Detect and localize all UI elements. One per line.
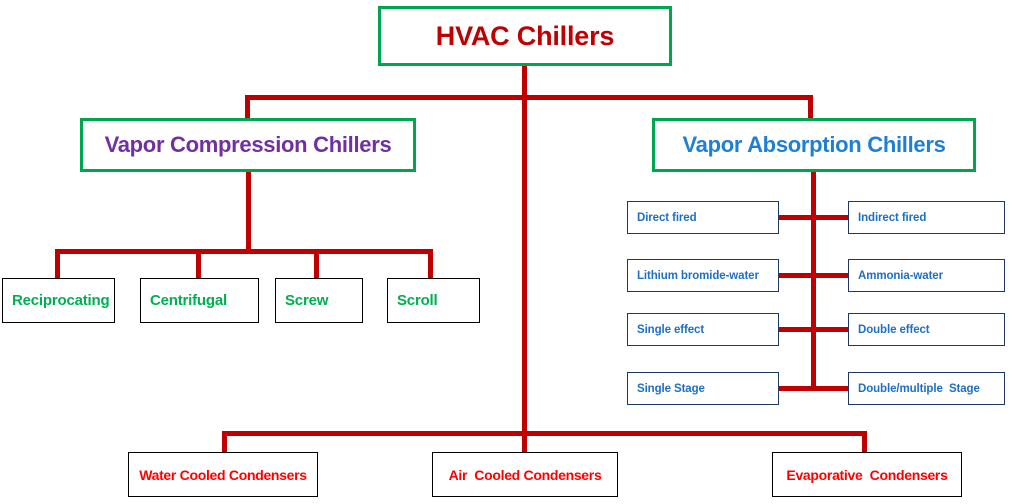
node-evaporative-condensers[interactable]: Evaporative Condensers <box>772 452 962 497</box>
node-label: Single Stage <box>637 382 705 395</box>
node-label: Air Cooled Condensers <box>448 466 602 483</box>
node-single-stage[interactable]: Single Stage <box>627 372 779 405</box>
connector-absorption-row-3 <box>779 327 849 332</box>
node-label: Double effect <box>858 323 930 336</box>
node-centrifugal[interactable]: Centrifugal <box>140 278 259 323</box>
node-label: Single effect <box>637 323 705 336</box>
connector-level2-drop-left <box>245 95 250 120</box>
node-single-effect[interactable]: Single effect <box>627 313 779 346</box>
node-label: Indirect fired <box>858 211 927 224</box>
connector-drop-water-condenser <box>222 431 227 453</box>
node-label: HVAC Chillers <box>435 20 615 51</box>
connector-drop-evaporative-condenser <box>862 431 867 453</box>
connector-drop-reciprocating <box>55 249 60 279</box>
node-vapor-compression-chillers[interactable]: Vapor Compression Chillers <box>80 118 416 172</box>
node-label: Scroll <box>397 292 438 309</box>
connector-absorption-row-1 <box>779 215 849 220</box>
node-label: Evaporative Condensers <box>786 466 948 483</box>
node-air-cooled-condensers[interactable]: Air Cooled Condensers <box>432 452 618 497</box>
node-lithium-bromide-water[interactable]: Lithium bromide-water <box>627 259 779 292</box>
connector-drop-scroll <box>428 249 433 279</box>
connector-absorption-spine <box>811 171 816 391</box>
connector-compression-stem <box>246 171 251 251</box>
connector-level2-bar <box>245 95 813 100</box>
node-ammonia-water[interactable]: Ammonia-water <box>848 259 1005 292</box>
node-screw[interactable]: Screw <box>275 278 363 323</box>
connector-condenser-bar <box>222 431 867 436</box>
connector-drop-screw <box>314 249 319 279</box>
node-vapor-absorption-chillers[interactable]: Vapor Absorption Chillers <box>652 118 976 172</box>
node-label: Screw <box>285 292 329 309</box>
node-double-multiple-stage[interactable]: Double/multiple Stage <box>848 372 1005 405</box>
connector-level2-drop-right <box>808 95 813 120</box>
node-label: Centrifugal <box>150 292 227 309</box>
node-indirect-fired[interactable]: Indirect fired <box>848 201 1005 234</box>
node-label: Vapor Compression Chillers <box>104 132 392 157</box>
node-label: Reciprocating <box>12 292 110 309</box>
node-hvac-chillers[interactable]: HVAC Chillers <box>378 6 672 66</box>
node-label: Double/multiple Stage <box>858 382 980 395</box>
node-scroll[interactable]: Scroll <box>387 278 480 323</box>
connector-absorption-row-4 <box>779 386 849 391</box>
node-label: Water Cooled Condensers <box>139 466 307 483</box>
connector-compression-bar <box>55 249 433 254</box>
node-direct-fired[interactable]: Direct fired <box>627 201 779 234</box>
node-label: Direct fired <box>637 211 697 224</box>
node-label: Lithium bromide-water <box>637 269 759 282</box>
node-label: Ammonia-water <box>858 269 943 282</box>
connector-absorption-row-2 <box>779 273 849 278</box>
node-reciprocating[interactable]: Reciprocating <box>2 278 115 323</box>
connector-drop-centrifugal <box>196 249 201 279</box>
connector-root-trunk <box>522 66 527 452</box>
node-water-cooled-condensers[interactable]: Water Cooled Condensers <box>128 452 318 497</box>
node-label: Vapor Absorption Chillers <box>682 132 946 157</box>
node-double-effect[interactable]: Double effect <box>848 313 1005 346</box>
